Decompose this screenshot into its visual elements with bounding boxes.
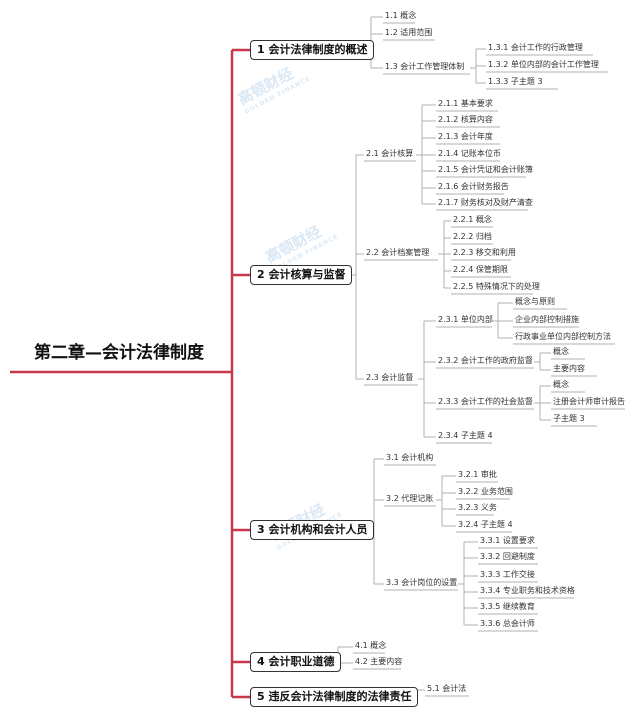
- item-3-3-3: 3.3.3 工作交接: [480, 570, 535, 579]
- section-1-topic: 1 会计法律制度的概述: [250, 40, 375, 60]
- item-5-1: 5.1 会计法: [427, 684, 467, 693]
- item-1-3-2: 1.3.2 单位内部的会计工作管理: [488, 60, 599, 69]
- item-2-1-7: 2.1.7 财务核对及财产清查: [438, 198, 533, 207]
- item-1-3-3: 1.3.3 子主题 3: [488, 77, 543, 86]
- item-3-3-2: 3.3.2 回避制度: [480, 552, 535, 561]
- item-3-3-1: 3.3.1 设置要求: [480, 536, 535, 545]
- item-3-2-3: 3.2.3 义务: [458, 503, 497, 512]
- item-2-1-5: 2.1.5 会计凭证和会计账簿: [438, 165, 533, 174]
- item-1-3-1: 1.3.1 会计工作的行政管理: [488, 43, 583, 52]
- item-2-2-4: 2.2.4 保管期限: [453, 265, 508, 274]
- item-2-3-3: 2.3.3 会计工作的社会监督: [438, 397, 533, 406]
- item-2-3-1-leaf: 行政事业单位内部控制方法: [515, 332, 611, 341]
- item-3-2-2: 3.2.2 业务范围: [458, 487, 513, 496]
- item-2-3-1-leaf: 企业内部控制措施: [515, 315, 579, 324]
- item-2-3-2-leaf: 主要内容: [553, 364, 585, 373]
- item-3-2-1: 3.2.1 审批: [458, 470, 497, 479]
- item-2-1-2: 2.1.2 核算内容: [438, 115, 493, 124]
- item-3-2-4: 3.2.4 子主题 4: [458, 520, 513, 529]
- item-4-1: 4.1 概念: [355, 641, 387, 650]
- item-3-3-6: 3.3.6 总会计师: [480, 619, 535, 628]
- item-3-3: 3.3 会计岗位的设置: [386, 578, 458, 587]
- item-2-2: 2.2 会计档案管理: [366, 248, 430, 257]
- root-topic: 第二章—会计法律制度: [34, 343, 204, 363]
- item-1-2: 1.2 适用范围: [385, 28, 433, 37]
- item-2-1-6: 2.1.6 会计财务报告: [438, 182, 509, 191]
- item-2-3-3-leaf: 子主题 3: [553, 414, 585, 423]
- item-2-3-3-leaf: 概念: [553, 380, 569, 389]
- item-2-2-5: 2.2.5 特殊情况下的处理: [453, 282, 540, 291]
- item-3-1: 3.1 会计机构: [386, 453, 434, 462]
- item-2-1-4: 2.1.4 记账本位币: [438, 149, 501, 158]
- item-2-1: 2.1 会计核算: [366, 149, 414, 158]
- item-2-3: 2.3 会计监督: [366, 373, 414, 382]
- item-2-3-4: 2.3.4 子主题 4: [438, 431, 493, 440]
- item-4-2: 4.2 主要内容: [355, 657, 403, 666]
- section-2-topic: 2 会计核算与监督: [250, 265, 353, 285]
- item-2-3-3-leaf: 注册会计师审计报告: [553, 397, 625, 406]
- item-2-2-2: 2.2.2 归档: [453, 232, 492, 241]
- section-5-topic: 5 违反会计法律制度的法律责任: [250, 687, 419, 707]
- item-3-3-5: 3.3.5 继续教育: [480, 602, 535, 611]
- item-2-3-2-leaf: 概念: [553, 347, 569, 356]
- item-1-1: 1.1 概念: [385, 11, 417, 20]
- item-2-3-1-leaf: 概念与原则: [515, 297, 555, 306]
- item-2-1-3: 2.1.3 会计年度: [438, 132, 493, 141]
- item-2-3-2: 2.3.2 会计工作的政府监督: [438, 356, 533, 365]
- item-2-2-1: 2.2.1 概念: [453, 215, 492, 224]
- item-1-3: 1.3 会计工作管理体制: [385, 62, 465, 71]
- item-2-1-1: 2.1.1 基本要求: [438, 99, 493, 108]
- item-2-3-1: 2.3.1 单位内部: [438, 315, 493, 324]
- item-2-2-3: 2.2.3 移交和利用: [453, 248, 516, 257]
- section-4-topic: 4 会计职业道德: [250, 652, 342, 672]
- item-3-3-4: 3.3.4 专业职务和技术资格: [480, 586, 575, 595]
- section-3-topic: 3 会计机构和会计人员: [250, 520, 375, 540]
- item-3-2: 3.2 代理记账: [386, 494, 434, 503]
